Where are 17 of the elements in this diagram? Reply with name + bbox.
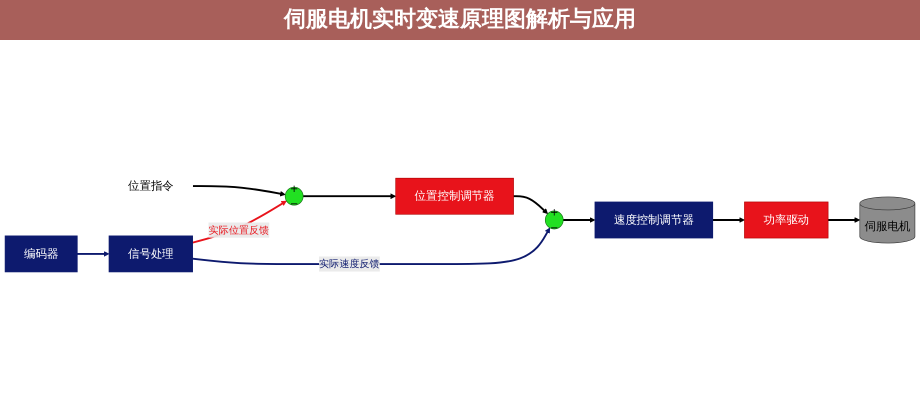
arrow	[828, 217, 860, 223]
arrow	[514, 195, 548, 214]
node-box: 位置控制调节器	[395, 178, 514, 215]
node-box: 功率驱动	[744, 202, 828, 238]
arrow	[192, 200, 287, 244]
arrow	[712, 217, 745, 223]
node-box: 速度控制调节器	[594, 202, 714, 238]
node-box: 信号处理	[108, 236, 193, 272]
title-banner: 伺服电机实时变速原理图解析与应用	[0, 0, 920, 40]
edge-label: 实际速度反馈	[319, 258, 380, 270]
node-text: 位置指令	[128, 179, 174, 193]
arrow	[303, 193, 396, 200]
arrow	[192, 185, 286, 196]
arrow	[563, 217, 596, 223]
edge-label: 实际位置反馈	[208, 224, 270, 236]
arrow	[77, 251, 110, 257]
node-box: 编码器	[4, 236, 78, 272]
